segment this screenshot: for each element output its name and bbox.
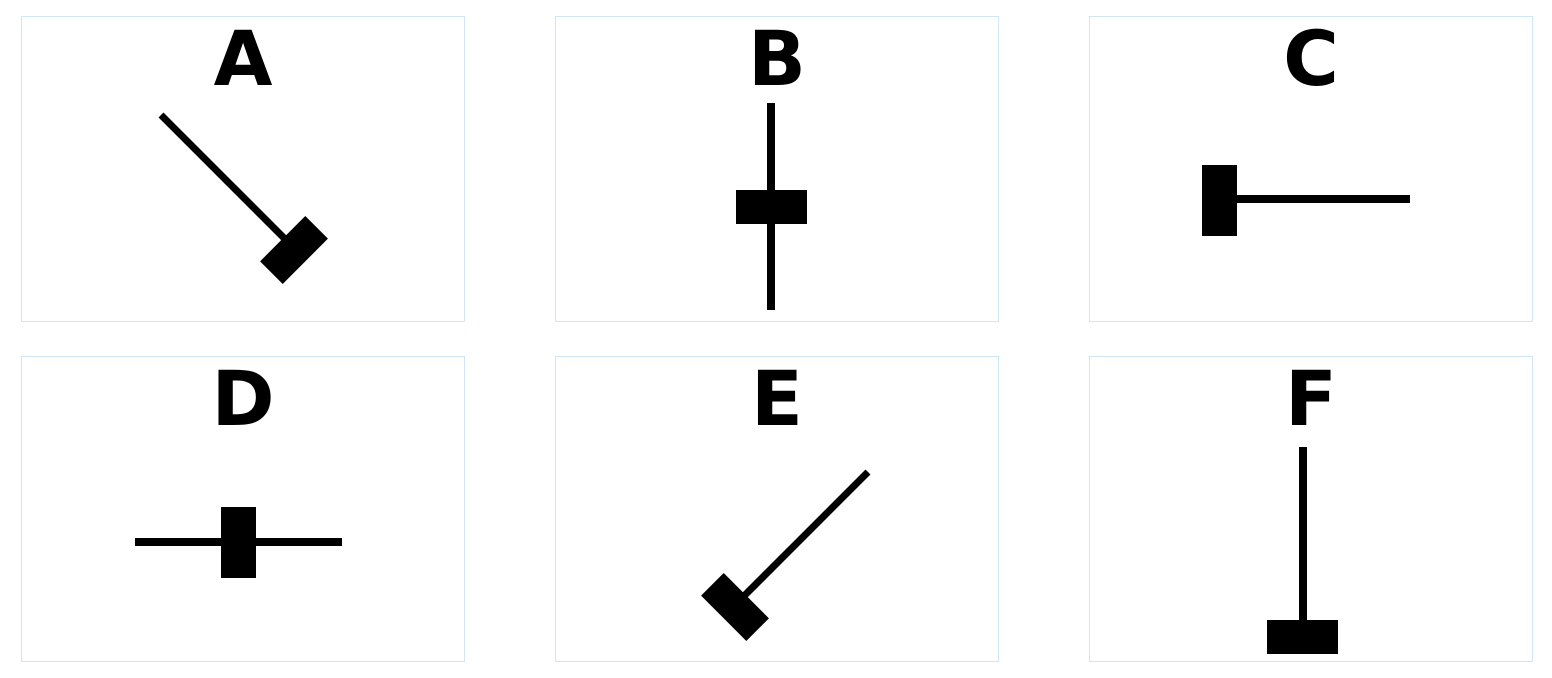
panel-f: F [1089, 356, 1533, 662]
panel-label: A [213, 14, 273, 103]
glyph-bar [1267, 620, 1338, 654]
glyph-diagonal-bar-end [158, 112, 328, 284]
panel-label: B [748, 14, 806, 103]
glyph-bar [221, 507, 256, 578]
panel-e: E [555, 356, 999, 662]
panel-label: F [1285, 354, 1337, 443]
panel-label: E [751, 354, 803, 443]
panel-c: C [1089, 16, 1533, 322]
panel-label: C [1283, 14, 1339, 103]
panel-a: A [21, 16, 465, 322]
glyph-vertical-bar-middle [736, 103, 807, 310]
glyph-bar [736, 190, 807, 224]
glyph-diagonal-bar-end [701, 469, 871, 641]
panel-d: D [21, 356, 465, 662]
glyph-horizontal-bar-left [1202, 165, 1410, 236]
panel-label: D [211, 354, 275, 443]
panel-b: B [555, 16, 999, 322]
glyph-bar [260, 216, 328, 284]
glyph-horizontal-bar-middle [135, 507, 342, 578]
glyph-vertical-bar-bottom [1267, 447, 1338, 654]
glyph-stick [158, 112, 294, 248]
glyph-bar [1202, 165, 1237, 236]
glyph-bar [701, 573, 769, 641]
glyph-stick [735, 469, 871, 605]
